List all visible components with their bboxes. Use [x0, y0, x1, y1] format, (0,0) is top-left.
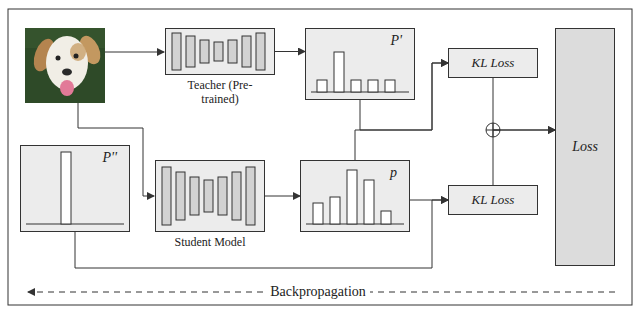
connector-arrow [493, 78, 555, 130]
network-layers [162, 167, 255, 225]
input-wire [105, 52, 164, 53]
box-fill [20, 145, 130, 232]
box-label: P' [390, 33, 402, 49]
network-label: Student Model [175, 236, 246, 250]
connector-arrow [75, 200, 448, 268]
box-fill [555, 28, 615, 266]
connector-arrow [360, 63, 448, 130]
box-label: KL Loss [472, 193, 515, 208]
box-label: p [390, 165, 397, 181]
total-loss-box: Loss [555, 28, 615, 266]
distribution-box: P' [305, 28, 415, 100]
box-fill [300, 160, 410, 232]
box-fill [165, 28, 275, 75]
teacher-network: Teacher (Pre-trained) [165, 28, 275, 75]
box-fill [305, 28, 415, 100]
backprop-label: Backpropagation [266, 284, 370, 300]
box-label: P'' [102, 150, 117, 166]
loss-box: KL Loss [448, 185, 538, 215]
student-network: Student Model [155, 160, 265, 232]
box-label: Loss [572, 139, 598, 155]
outer-frame [8, 9, 632, 305]
dog-photo [25, 28, 105, 103]
histogram [306, 170, 404, 224]
distribution-box: p [300, 160, 410, 232]
box-fill [155, 160, 265, 232]
connector-arrow [355, 63, 448, 160]
connector-arrow [493, 130, 555, 185]
connector-arrow [265, 196, 300, 197]
label-distribution-box: P'' [20, 145, 130, 232]
loss-box: KL Loss [448, 48, 538, 78]
histogram [311, 52, 409, 92]
network-label: Teacher (Pre-trained) [178, 79, 262, 107]
box-label: KL Loss [472, 56, 515, 71]
box-fill [448, 185, 538, 215]
network-layers [172, 33, 265, 70]
connector-arrow [275, 51, 305, 52]
box-fill [448, 48, 538, 78]
